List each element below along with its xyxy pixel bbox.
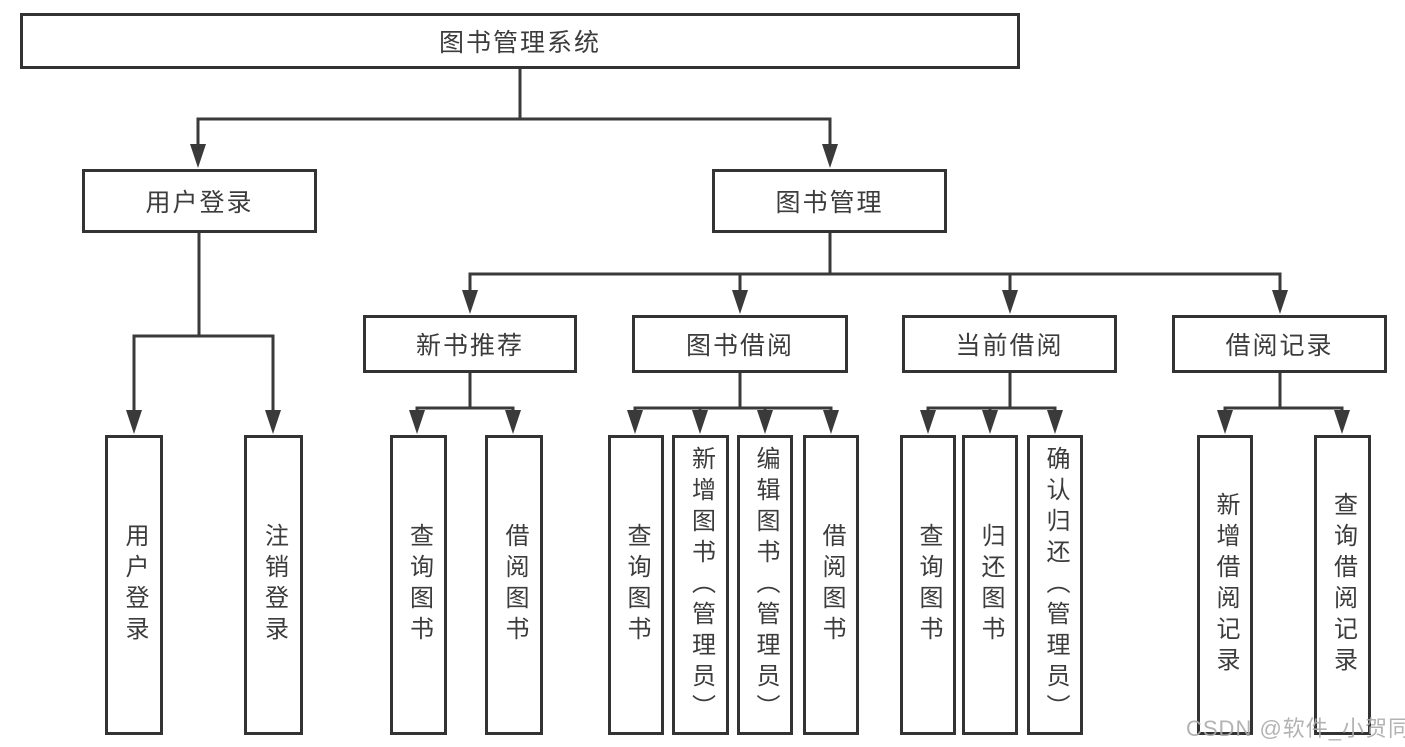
connector-user-login-children [132, 231, 275, 416]
leaf-current-query-book: 查询图书 [900, 435, 956, 735]
node-book-management: 图书管理 [712, 169, 947, 233]
leaf-confirm-return-admin-label: 确认归还（管理员） [1042, 445, 1069, 725]
node-book-borrow-label: 图书借阅 [685, 332, 794, 360]
arrow-down-icon [190, 144, 206, 168]
leaf-confirm-return-admin: 确认归还（管理员） [1027, 435, 1083, 735]
leaf-recommend-query-book-label: 查询图书 [405, 523, 433, 647]
node-book-borrow: 图书借阅 [632, 315, 848, 373]
leaf-query-borrow-record-label: 查询借阅记录 [1329, 492, 1357, 678]
arrow-down-icon [823, 410, 839, 434]
leaf-logout-label: 注销登录 [260, 523, 288, 647]
leaf-return-book-label: 归还图书 [977, 523, 1004, 647]
leaf-borrow-query-book: 查询图书 [608, 435, 664, 735]
leaf-current-query-book-label: 查询图书 [915, 523, 942, 647]
arrow-down-icon [732, 290, 748, 314]
leaf-add-borrow-record-label: 新增借阅记录 [1212, 492, 1239, 678]
leaf-recommend-borrow-book-label: 借阅图书 [501, 523, 528, 647]
arrow-down-icon [920, 410, 936, 434]
arrow-down-icon [126, 410, 142, 434]
leaf-return-book: 归还图书 [962, 435, 1018, 735]
connector-borrow-record-children [1223, 372, 1344, 418]
csdn-watermark: CSDN @软件_小贺同学 [1186, 716, 1405, 741]
connector-book-borrow-children [633, 372, 833, 418]
node-borrow-record-label: 借阅记录 [1225, 332, 1334, 360]
leaf-borrow-query-book-label: 查询图书 [623, 523, 650, 647]
arrow-down-icon [1272, 290, 1288, 314]
leaf-borrow-book-label: 借阅图书 [818, 523, 845, 647]
leaf-borrow-book: 借阅图书 [803, 435, 859, 735]
connector-root-to-level2 [196, 68, 832, 150]
node-root-system: 图书管理系统 [20, 13, 1020, 69]
arrow-down-icon [692, 410, 708, 434]
leaf-edit-book-admin-label: 编辑图书（管理员） [752, 445, 779, 725]
leaf-logout: 注销登录 [244, 435, 303, 735]
node-user-login: 用户登录 [82, 169, 317, 233]
connector-book-management-children [468, 230, 1282, 296]
leaf-user-login-label: 用户登录 [121, 523, 148, 647]
arrow-down-icon [505, 410, 521, 434]
leaf-query-borrow-record: 查询借阅记录 [1314, 435, 1371, 735]
arrow-down-icon [1217, 410, 1233, 434]
arrow-down-icon [462, 290, 478, 314]
connector-current-borrow-children [926, 372, 1057, 418]
arrow-down-icon [265, 410, 281, 434]
arrow-down-icon [409, 410, 425, 434]
node-current-borrow-label: 当前借阅 [955, 332, 1064, 360]
leaf-add-book-admin: 新增图书（管理员） [672, 435, 729, 735]
arrow-down-icon [757, 410, 773, 434]
node-new-book-recommend-label: 新书推荐 [415, 332, 524, 360]
leaf-user-login: 用户登录 [105, 435, 163, 735]
node-borrow-record: 借阅记录 [1172, 315, 1387, 373]
arrow-down-icon [627, 410, 643, 434]
node-new-book-recommend: 新书推荐 [363, 315, 577, 373]
leaf-add-borrow-record: 新增借阅记录 [1197, 435, 1253, 735]
arrow-down-icon [822, 144, 838, 168]
node-user-login-label: 用户登录 [145, 189, 254, 217]
node-book-management-label: 图书管理 [775, 189, 884, 217]
connector-new-book-recommend-children [415, 372, 515, 418]
leaf-edit-book-admin: 编辑图书（管理员） [737, 435, 793, 735]
arrow-down-icon [982, 410, 998, 434]
node-current-borrow: 当前借阅 [902, 315, 1117, 373]
arrow-down-icon [1002, 290, 1018, 314]
leaf-add-book-admin-label: 新增图书（管理员） [687, 445, 715, 725]
leaf-recommend-query-book: 查询图书 [390, 435, 447, 735]
arrow-down-icon [1334, 410, 1350, 434]
leaf-recommend-borrow-book: 借阅图书 [485, 435, 543, 735]
node-root-system-label: 图书管理系统 [438, 29, 601, 57]
arrow-down-icon [1047, 410, 1063, 434]
